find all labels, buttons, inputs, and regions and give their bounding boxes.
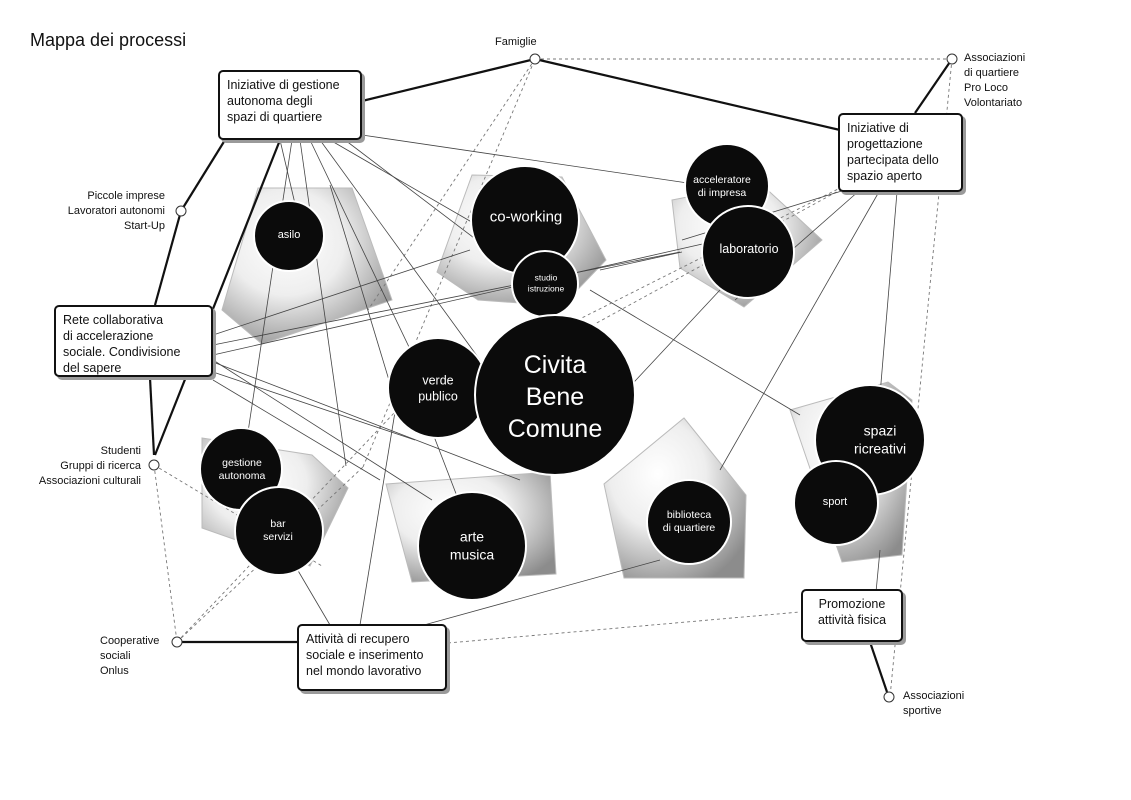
space-circles [199, 143, 926, 601]
process-gestione-autonoma: Iniziative di gestione autonoma degli sp… [218, 70, 362, 140]
actor-nodes [148, 53, 958, 703]
process-recupero-sociale: Attività di recupero sociale e inserimen… [297, 624, 447, 691]
actor-cooperative: Cooperative sociali Onlus [100, 635, 160, 677]
circle-asilo [253, 200, 325, 272]
actor-associazioni-sportive: Associazioni sportive [903, 690, 965, 717]
circle-laboratorio [701, 205, 795, 299]
label-sport: sport [822, 496, 848, 509]
node-famiglie [529, 53, 541, 65]
actor-studenti: Studenti Gruppi di ricerca Associazioni … [38, 445, 141, 487]
label-spazi-ricreativi: spazi ricreativi [853, 422, 907, 457]
node-associazioni-sportive [883, 691, 895, 703]
circle-bar [234, 486, 324, 576]
node-cooperative [171, 636, 183, 648]
actor-associazioni-quartiere: Associazioni di quartiere Pro Loco Volon… [964, 52, 1026, 109]
label-laboratorio: laboratorio [719, 242, 779, 257]
process-progettazione: Iniziative di progettazione partecipata … [838, 113, 963, 192]
process-promozione: Promozione attività fisica [801, 589, 903, 642]
label-bar: bar servizi [263, 517, 293, 543]
label-biblioteca: biblioteca di quartiere [662, 508, 716, 534]
label-center: Civita Bene Comune [507, 351, 603, 443]
node-studenti [148, 459, 160, 471]
page-title: Mappa dei processi [30, 30, 187, 50]
label-coworking: co-working [489, 208, 563, 226]
actor-piccole-imprese: Piccole imprese Lavoratori autonomi Star… [67, 190, 165, 232]
bold-connections [148, 57, 953, 693]
actor-famiglie: Famiglie [495, 36, 537, 48]
node-piccole-imprese [175, 205, 187, 217]
label-studio: studio istruzione [527, 272, 565, 293]
circle-biblioteca [646, 479, 732, 565]
process-rete-collaborativa: Rete collaborativa di accelerazione soci… [54, 305, 213, 377]
label-acceleratore: acceleratore di impresa [693, 173, 751, 199]
circle-arte [417, 491, 527, 601]
label-gestione: gestione autonoma [218, 456, 266, 482]
label-arte: arte musica [449, 528, 495, 563]
label-verde: verde publico [418, 373, 458, 403]
circle-sport [793, 460, 879, 546]
circle-center [474, 314, 636, 476]
node-associazioni-quartiere [946, 53, 958, 65]
label-asilo: asilo [277, 229, 301, 242]
